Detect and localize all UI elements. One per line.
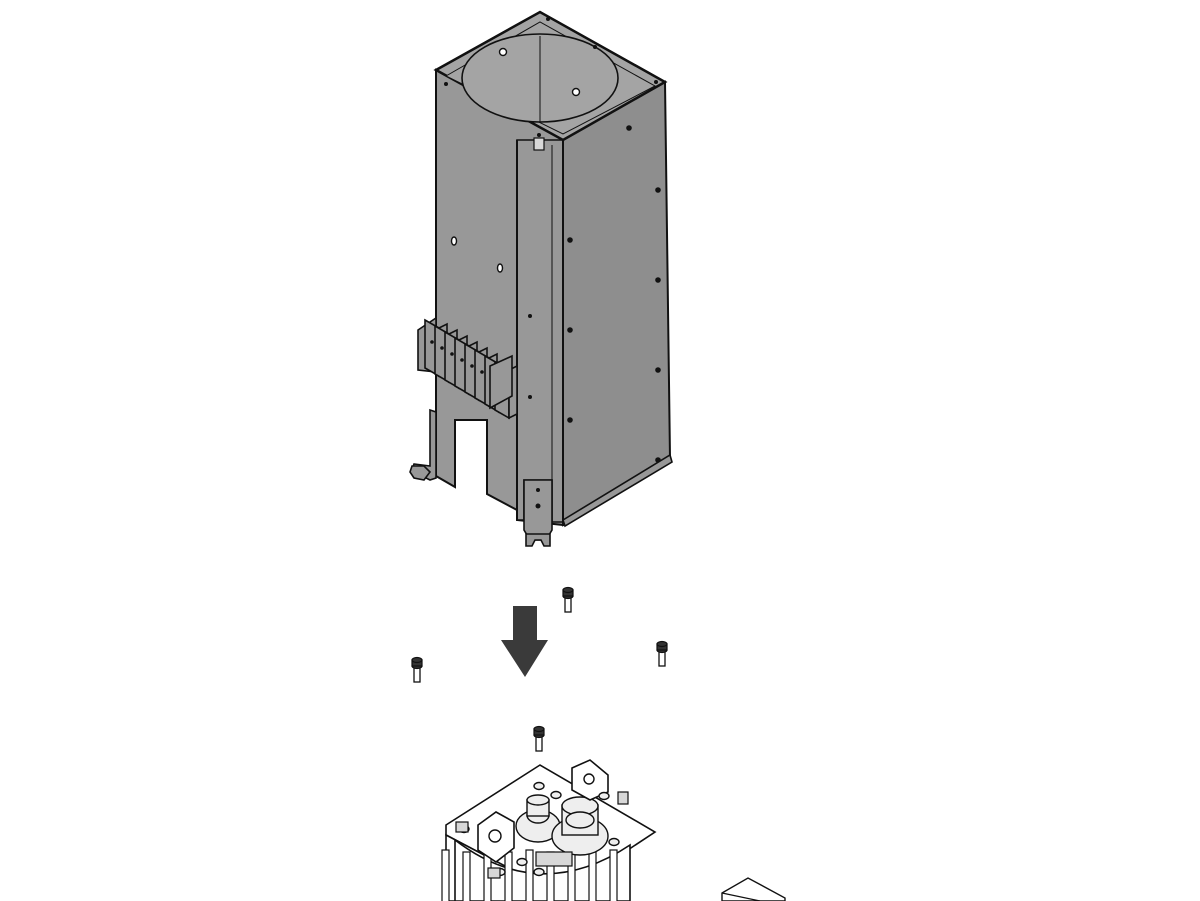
cylinder-fin <box>588 851 597 901</box>
terminal-hole <box>440 346 444 350</box>
base-cylinder <box>454 838 631 901</box>
right-face-hole <box>567 327 573 333</box>
arrow-down-icon <box>501 606 548 677</box>
terminal-hole <box>450 352 454 356</box>
housing-corner-strip <box>516 139 564 523</box>
cylinder-fin <box>525 849 534 901</box>
right-face-hole <box>655 277 661 283</box>
bracket-hole <box>536 488 540 492</box>
right-face-hole <box>626 125 632 131</box>
cylinder-fin <box>504 851 513 901</box>
right-face-hole <box>567 237 573 243</box>
left-face-hole <box>496 263 504 273</box>
cap-screw-icon <box>562 586 574 613</box>
housing-right-face <box>562 80 672 527</box>
top-rivet <box>593 45 597 49</box>
housing-left-foot-tab <box>409 465 432 481</box>
terminal-hole <box>460 358 464 362</box>
plate-clip <box>455 821 469 833</box>
strip-hole <box>528 395 532 399</box>
terminal-hole <box>430 340 434 344</box>
top-rivet <box>444 82 448 86</box>
tab-hole <box>488 829 502 843</box>
screw-head-top <box>656 640 668 648</box>
terminal-end-cap <box>489 354 513 410</box>
right-face-hole <box>655 187 661 193</box>
base-assembly <box>441 759 657 901</box>
right-face-hole <box>655 367 661 373</box>
base-cylinder-fins <box>441 849 618 901</box>
top-rivet <box>546 17 550 21</box>
strip-holes <box>528 314 532 399</box>
mounting-screws <box>411 586 668 752</box>
top-clip <box>533 137 545 151</box>
plate-screw-icon <box>533 781 545 791</box>
side-component <box>721 877 786 901</box>
tab-hole <box>583 773 595 785</box>
plate-screw-icon <box>608 837 620 847</box>
plate-clip <box>487 867 501 879</box>
left-face-hole <box>450 236 458 246</box>
plate-screw-icon <box>533 867 545 877</box>
cap-screw-icon <box>656 640 668 667</box>
plate-clip <box>617 791 629 805</box>
screw-head-top <box>411 656 423 664</box>
top-hole <box>498 47 508 57</box>
bracket-foot <box>525 533 551 547</box>
bracket-hole <box>535 503 541 509</box>
plate-clip <box>535 851 573 867</box>
terminal-hole <box>470 364 474 368</box>
cap-screw-icon <box>533 725 545 752</box>
right-face-hole <box>567 417 573 423</box>
top-hole <box>571 87 581 97</box>
plate-screw-icon <box>598 791 610 801</box>
housing-enclosure <box>409 10 673 547</box>
base-boss-top <box>526 794 550 806</box>
screw-head-top <box>533 725 545 733</box>
top-rivet <box>654 80 658 84</box>
terminal-block <box>417 316 518 420</box>
plate-screw-icon <box>550 790 562 800</box>
terminal-hole <box>480 370 484 374</box>
right-face-holes <box>567 125 661 463</box>
strip-hole <box>528 314 532 318</box>
cylinder-fin <box>462 851 471 901</box>
top-rivet <box>537 133 541 137</box>
cap-screw-icon <box>411 656 423 683</box>
housing-bottom-lip <box>562 453 673 528</box>
base-boss-large-ring <box>565 811 595 829</box>
plate-screw-icon <box>516 857 528 867</box>
cylinder-fin <box>609 849 618 901</box>
screw-head-top <box>562 586 574 594</box>
cylinder-fin <box>441 849 450 901</box>
